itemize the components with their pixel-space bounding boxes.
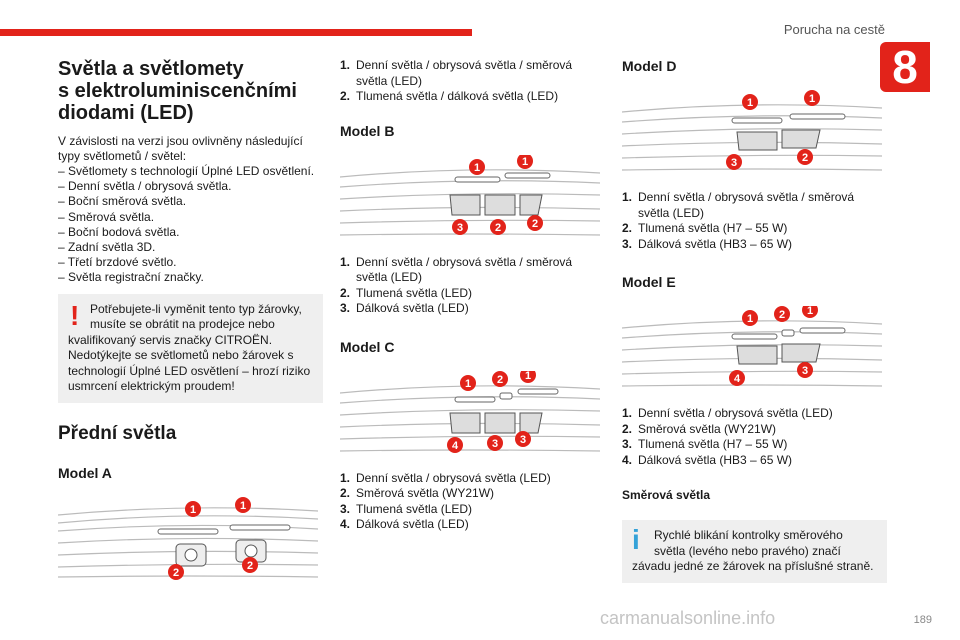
- callout-2: 2: [495, 222, 501, 234]
- model-c-heading: Model C: [340, 338, 395, 355]
- page-number: 189: [913, 614, 932, 626]
- callout-4: 4: [734, 373, 741, 385]
- warning-icon: !: [70, 299, 80, 331]
- callout-2: 2: [247, 560, 253, 572]
- callout-2: 2: [532, 218, 538, 230]
- legend-item: 3.Tlumená světla (LED): [340, 501, 473, 516]
- watermark: carmanualsonline.info: [600, 608, 776, 628]
- callout-1: 1: [807, 306, 813, 317]
- list-item: Boční směrová světla.: [58, 194, 323, 209]
- callout-1: 1: [747, 313, 753, 325]
- warning-text-rest: kvalifikovaný servis značky CITROËN. Ned…: [68, 332, 311, 394]
- legend-item: 3.Dálková světla (LED): [340, 301, 469, 315]
- section-title: Světla a světlomety s elektroluminiscenč…: [58, 58, 323, 124]
- intro-text: V závislosti na verzi jsou ovlivněny nás…: [58, 134, 303, 163]
- callout-1: 1: [809, 93, 815, 105]
- callout-3: 3: [731, 157, 737, 169]
- callout-2: 2: [173, 567, 179, 579]
- model-c-headlight-illustration: 1 2 1 4 3 3: [339, 366, 601, 453]
- info-text-rest: závadu jedné ze žárovek na příslušné str…: [632, 559, 874, 573]
- model-b-headlight-illustration: 1 1 3 2 2: [339, 152, 601, 236]
- front-lights-heading: Přední světla: [58, 422, 177, 444]
- legend-item: 2.Tlumená světla / dálková světla (LED): [340, 89, 559, 103]
- turn-signals-heading: Směrová světla: [622, 488, 711, 502]
- callout-1: 1: [474, 162, 480, 174]
- callout-1: 1: [747, 97, 753, 109]
- legend-item: 1.Denní světla / obrysová světla (LED): [340, 470, 551, 485]
- warning-text-first: Potřebujete-li vyměnit tento typ žárovky…: [90, 301, 302, 332]
- top-accent-bar: [0, 29, 472, 36]
- callout-2: 2: [802, 152, 808, 164]
- legend-item: 2.Tlumená světla (H7 – 55 W): [622, 221, 788, 235]
- legend-item: 1.Denní světla / obrysová světla / směro…: [340, 58, 573, 88]
- warning-box: ! Potřebujete-li vyměnit tento typ žárov…: [58, 293, 323, 403]
- callout-1: 1: [465, 378, 471, 390]
- list-item: Světla registrační značky.: [58, 270, 323, 285]
- legend-item: 2.Směrová světla (WY21W): [622, 421, 777, 436]
- legend-item: 2.Tlumená světla (LED): [340, 285, 473, 300]
- callout-1: 1: [240, 500, 246, 512]
- info-icon: i: [632, 524, 640, 555]
- callout-3: 3: [492, 438, 498, 450]
- callout-1: 1: [525, 371, 531, 382]
- list-item: Denní světla / obrysová světla.: [58, 179, 323, 194]
- info-box: i Rychlé blikání kontrolky směrového svě…: [622, 520, 887, 583]
- callout-2: 2: [779, 309, 785, 321]
- model-b-heading: Model B: [340, 122, 395, 139]
- light-types-list: Světlomety s technologií Úplné LED osvět…: [58, 164, 323, 286]
- model-b-legend: 1.Denní světla / obrysová světla / směro…: [340, 255, 605, 317]
- legend-item: 4.Dálková světla (HB3 – 65 W): [622, 452, 793, 467]
- legend-item: 3.Tlumená světla (H7 – 55 W): [622, 437, 788, 451]
- model-d-legend: 1.Denní světla / obrysová světla / směro…: [622, 190, 887, 252]
- section-title-line-2: s elektroluminiscenčními: [58, 80, 297, 102]
- model-a-legend: 1.Denní světla / obrysová světla / směro…: [340, 58, 605, 105]
- legend-item: 3.Dálková světla (HB3 – 65 W): [622, 236, 793, 251]
- column-3: Model D 1 1 3 2 1.Denní světla / obrysov…: [621, 58, 887, 583]
- callout-1: 1: [522, 156, 528, 168]
- section-title-line-1: Světla a světlomety: [58, 58, 244, 80]
- callout-4: 4: [452, 440, 459, 452]
- callout-3: 3: [520, 434, 526, 446]
- callout-3: 3: [457, 222, 463, 234]
- model-e-heading: Model E: [622, 274, 676, 290]
- legend-item: 1.Denní světla / obrysová světla (LED): [622, 406, 833, 420]
- model-e-headlight-illustration: 1 2 1 4 3: [621, 302, 883, 387]
- chapter-title: Porucha na cestě: [783, 22, 885, 37]
- model-d-heading: Model D: [622, 58, 677, 74]
- chapter-number-badge: 8: [880, 42, 930, 92]
- list-item: Boční bodová světla.: [58, 225, 323, 240]
- list-item: Třetí brzdové světlo.: [58, 255, 323, 270]
- info-text-first: Rychlé blikání kontrolky směrového světl…: [654, 528, 843, 558]
- model-c-legend: 1.Denní světla / obrysová světla (LED) 2…: [340, 471, 605, 533]
- callout-2: 2: [497, 374, 503, 386]
- list-item: Směrová světla.: [58, 210, 323, 225]
- column-1: Světla a světlomety s elektroluminiscenč…: [57, 58, 323, 597]
- legend-item: 1.Denní světla / obrysová světla / směro…: [622, 190, 855, 220]
- callout-3: 3: [802, 365, 808, 377]
- model-d-headlight-illustration: 1 1 3 2: [621, 90, 883, 171]
- model-e-legend: 1.Denní světla / obrysová světla (LED) 2…: [622, 406, 887, 468]
- model-a-heading: Model A: [58, 464, 112, 481]
- column-2: 1.Denní světla / obrysová světla / směro…: [339, 58, 605, 533]
- legend-item: 4.Dálková světla (LED): [340, 517, 469, 531]
- model-a-headlight-illustration: 1 1 2 2: [57, 496, 319, 580]
- list-item: Světlomety s technologií Úplné LED osvět…: [58, 164, 323, 179]
- legend-item: 2.Směrová světla (WY21W): [340, 486, 495, 500]
- callout-1: 1: [190, 504, 196, 516]
- list-item: Zadní světla 3D.: [58, 240, 323, 255]
- legend-item: 1.Denní světla / obrysová světla / směro…: [340, 254, 573, 285]
- section-title-line-3: diodami (LED): [58, 102, 194, 124]
